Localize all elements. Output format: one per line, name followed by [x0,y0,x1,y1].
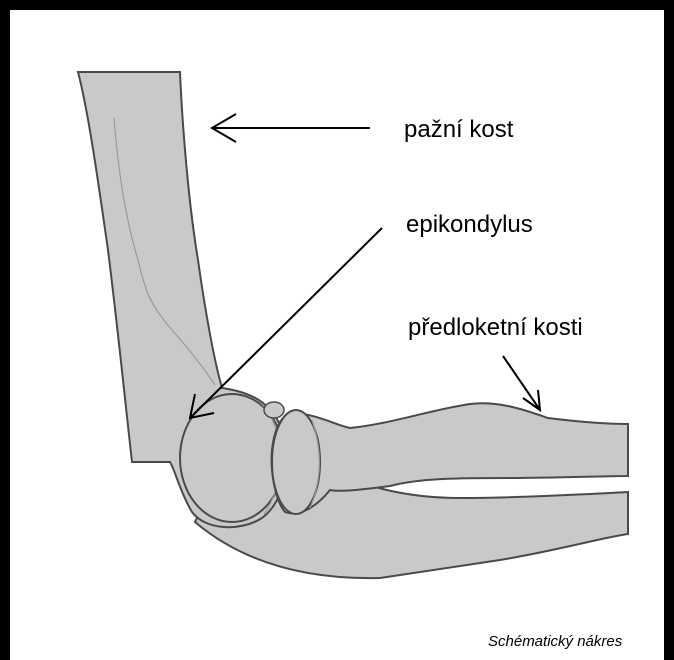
label-humerus: pažní kost [404,118,513,142]
arrow-forearm [503,356,540,410]
caption: Schématický nákres [488,634,622,649]
arrow-epicondyle [190,228,382,418]
joint-bump [264,402,284,418]
radius-head [272,410,320,514]
label-forearm-bones: předloketní kosti [408,316,583,340]
label-epicondyle: epikondylus [406,213,533,237]
arrow-humerus [212,114,370,142]
